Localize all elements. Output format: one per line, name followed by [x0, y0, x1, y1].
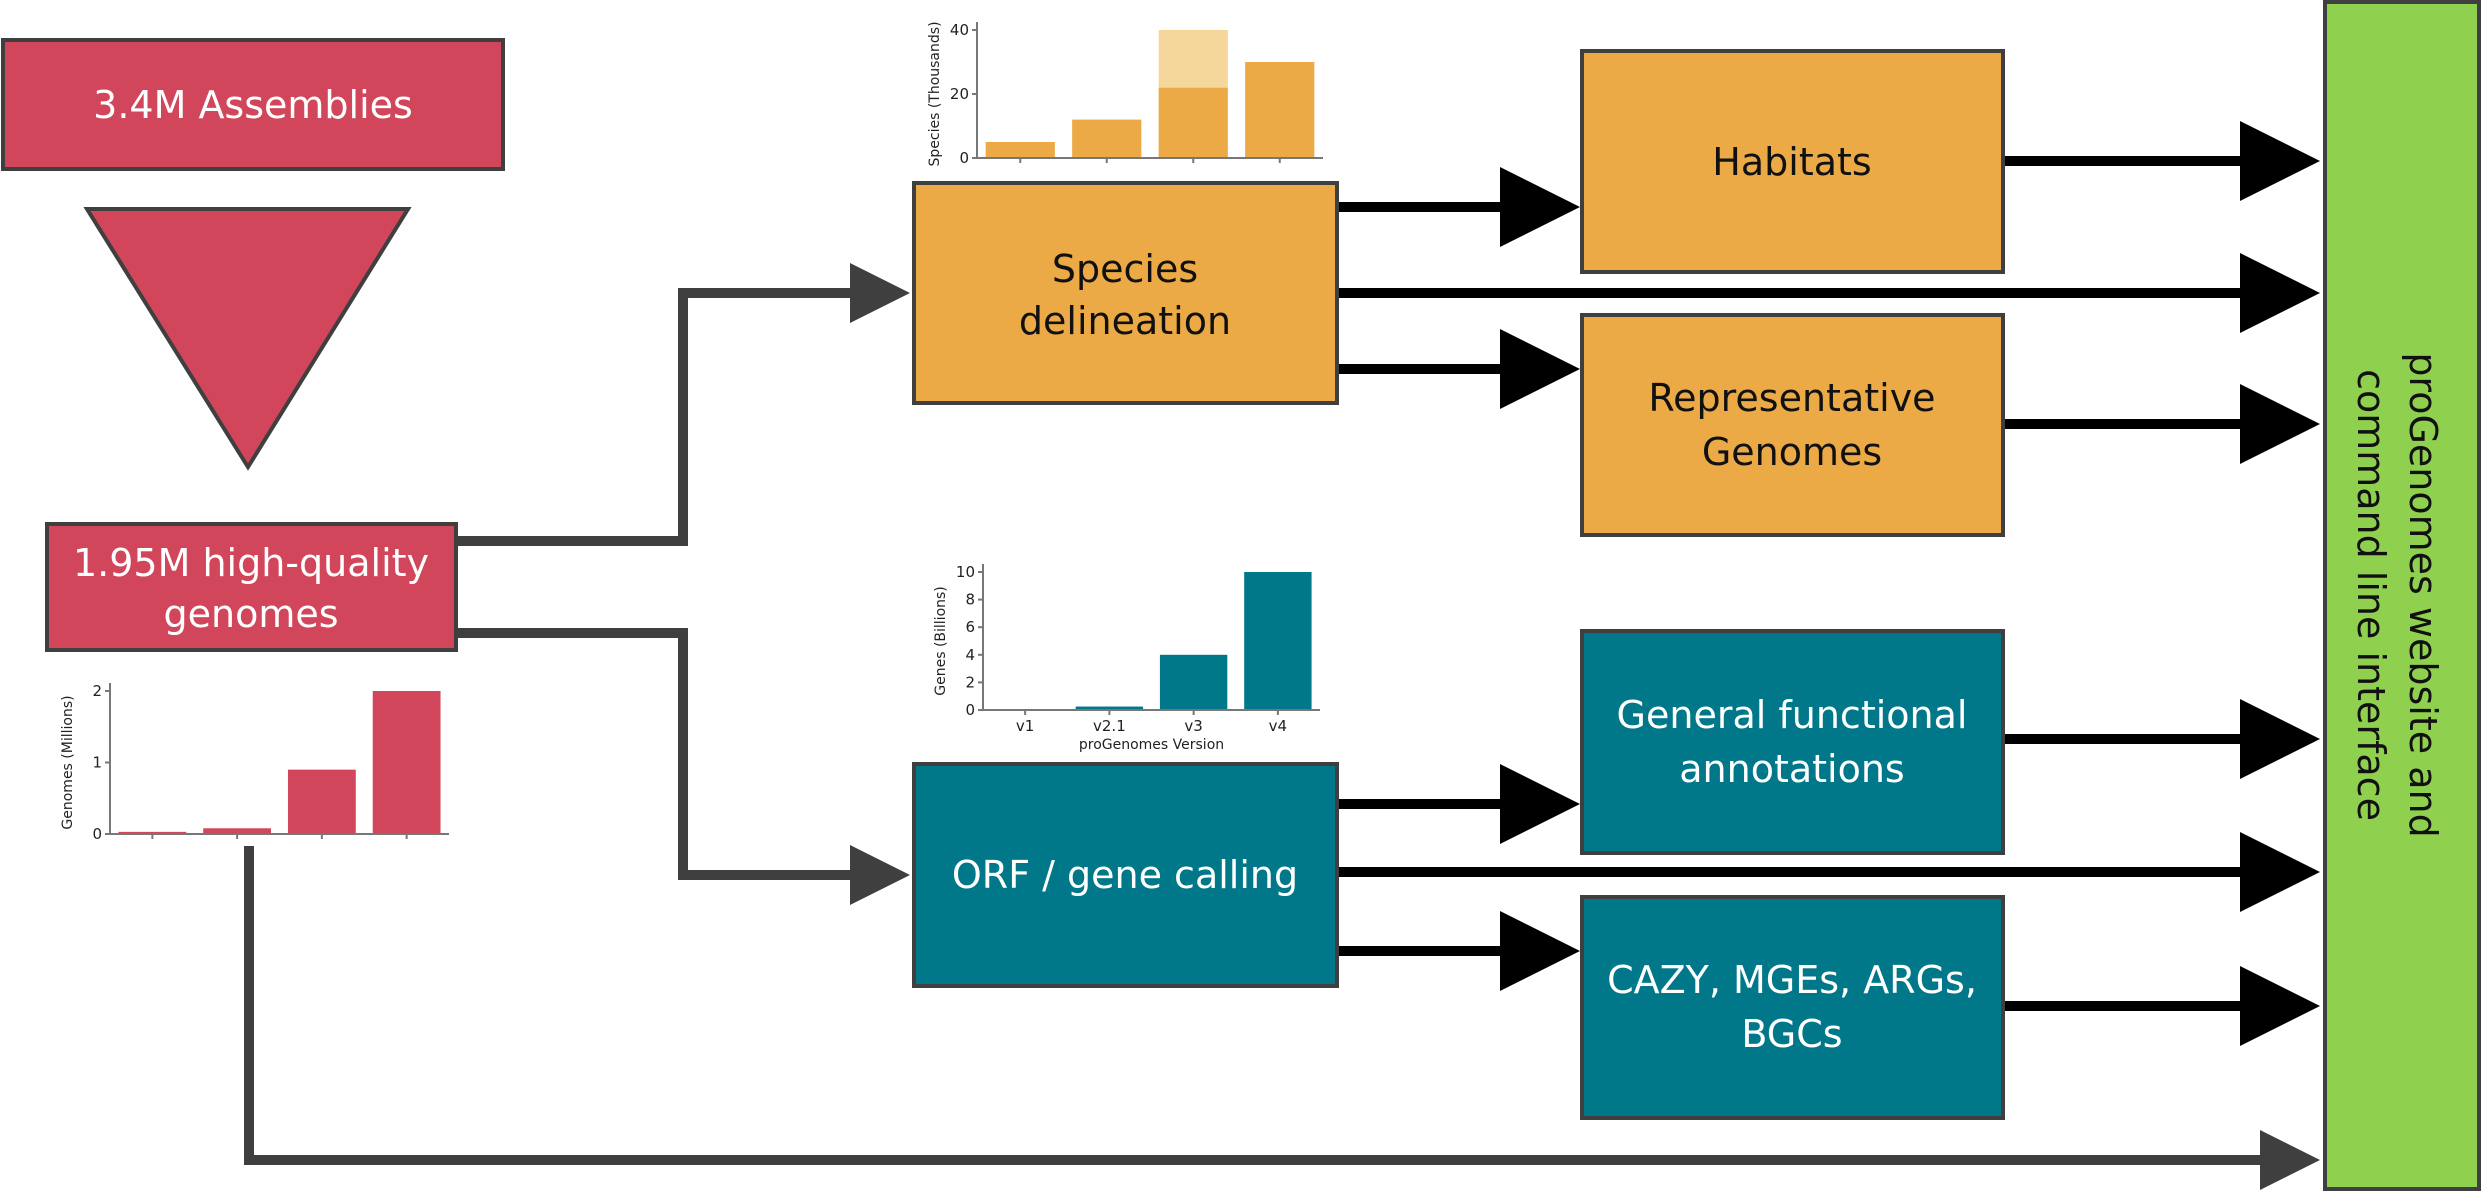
website-node: proGenomes website and command line inte… [2323, 0, 2481, 1191]
y-axis-label: Genes (Billions) [933, 586, 949, 696]
x-axis-label: proGenomes Version [1079, 737, 1224, 753]
x-tick-label: v4 [1269, 717, 1287, 735]
y-tick-label: 2 [92, 682, 102, 700]
y-tick-label: 40 [950, 21, 969, 39]
bar [287, 769, 356, 834]
assemblies-label: 3.4M Assemblies [93, 83, 413, 127]
y-tick-label: 8 [965, 591, 975, 609]
bar [1245, 62, 1315, 158]
representative-label-1: Representative [1648, 376, 1935, 420]
species-chart: 0 20 40 Species (Thousands) [927, 21, 1323, 167]
arrow-genomes-to-website [244, 846, 2320, 1190]
species-node: Species delineation [912, 181, 1339, 405]
cazy-label-2: BGCs [1741, 1012, 1842, 1056]
assemblies-node: 3.4M Assemblies [1, 38, 505, 171]
cazy-label-1: CAZY, MGEs, ARGs, [1607, 958, 1977, 1002]
y-tick-label: 20 [950, 85, 969, 103]
bar [985, 142, 1055, 158]
arrow-genomes-to-species [456, 263, 910, 546]
bar [372, 691, 441, 834]
representative-node: Representative Genomes [1580, 313, 2005, 537]
y-tick-label: 10 [956, 563, 975, 581]
functional-node: General functional annotations [1580, 629, 2005, 855]
filter-funnel-triangle [83, 207, 412, 471]
orf-label: ORF / gene calling [952, 853, 1298, 897]
website-label-1: proGenomes website and [2401, 352, 2445, 837]
species-label-1: Species [1052, 247, 1198, 291]
hq-genomes-label-2: genomes [163, 592, 338, 636]
bar [118, 831, 187, 834]
y-tick-label: 2 [965, 673, 975, 691]
y-tick-label: 0 [959, 149, 969, 167]
hq-genomes-node: 1.95M high-quality genomes [45, 522, 458, 652]
website-label-2: command line interface [2349, 369, 2393, 821]
y-axis-label: Genomes (Millions) [60, 695, 76, 829]
habitats-node: Habitats [1580, 49, 2005, 274]
black-connectors [1337, 121, 2320, 1046]
species-label-2: delineation [1019, 299, 1231, 343]
bar [1075, 706, 1144, 710]
cazy-node: CAZY, MGEs, ARGs, BGCs [1580, 895, 2005, 1120]
y-axis-label: Species (Thousands) [927, 21, 943, 166]
hq-genomes-label-1: 1.95M high-quality [73, 541, 429, 585]
x-tick-label: v2.1 [1093, 717, 1126, 735]
bar [1072, 119, 1142, 158]
y-tick-label: 1 [92, 754, 102, 772]
orf-node: ORF / gene calling [912, 762, 1339, 988]
bar [1244, 572, 1312, 710]
y-tick-label: 6 [965, 618, 975, 636]
functional-label-1: General functional [1617, 693, 1968, 737]
x-tick-label: v1 [1016, 717, 1034, 735]
y-tick-label: 0 [92, 825, 102, 843]
functional-label-2: annotations [1679, 747, 1904, 791]
representative-label-2: Genomes [1702, 430, 1882, 474]
bar [1158, 87, 1228, 158]
gray-connectors [244, 263, 2320, 1190]
x-tick-label: v3 [1184, 717, 1202, 735]
bar [1159, 654, 1228, 710]
bar-extra [1158, 30, 1228, 88]
y-tick-label: 0 [965, 701, 975, 719]
habitats-label: Habitats [1712, 140, 1871, 184]
y-tick-label: 4 [965, 646, 975, 664]
bar [203, 828, 272, 834]
arrow-genomes-to-orf [456, 628, 910, 905]
